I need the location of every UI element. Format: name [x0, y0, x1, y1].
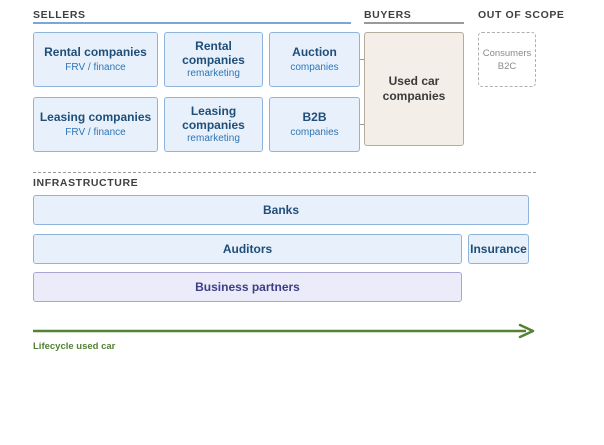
auction-title: Auction — [292, 45, 337, 59]
auditors-bar: Auditors — [33, 234, 462, 264]
rental-companies-sub: FRV / finance — [65, 62, 126, 73]
connector-auction-buyers — [360, 59, 364, 60]
rental-companies-box: Rental companies FRV / finance — [33, 32, 158, 87]
rental-remarketing-box: Rental companies remarketing — [164, 32, 263, 87]
consumers-box: Consumers B2C — [478, 32, 536, 87]
lifecycle-label: Lifecycle used car — [33, 341, 116, 352]
leasing-companies-sub: FRV / finance — [65, 127, 126, 138]
b2b-sub: companies — [290, 127, 339, 138]
buyers-header: BUYERS — [364, 9, 412, 21]
used-car-companies-label: Used car companies — [382, 74, 446, 103]
b2b-companies-box: B2B companies — [269, 97, 360, 152]
b2b-title: B2B — [302, 110, 327, 124]
connector-b2b-buyers — [360, 124, 364, 125]
rental-companies-title: Rental companies — [44, 45, 147, 59]
out-of-scope-header: OUT OF SCOPE — [478, 9, 565, 21]
sellers-header: SELLERS — [33, 9, 86, 21]
sellers-rule — [33, 22, 351, 24]
buyers-rule — [364, 22, 464, 24]
leasing-remarketing-box: Leasing companies remarketing — [164, 97, 263, 152]
consumers-sub: B2C — [497, 60, 517, 72]
rental-remarketing-sub: remarketing — [187, 68, 240, 79]
rental-remarketing-title: Rental companies — [182, 39, 245, 67]
infrastructure-divider — [33, 172, 536, 173]
leasing-remarketing-sub: remarketing — [187, 133, 240, 144]
used-car-companies-box: Used car companies — [364, 32, 464, 146]
insurance-bar: Insurance — [468, 234, 529, 264]
leasing-remarketing-title: Leasing companies — [182, 104, 245, 132]
consumers-title: Consumers — [482, 47, 532, 59]
auction-companies-box: Auction companies — [269, 32, 360, 87]
leasing-companies-box: Leasing companies FRV / finance — [33, 97, 158, 152]
banks-bar: Banks — [33, 195, 529, 225]
business-partners-bar: Business partners — [33, 272, 462, 302]
infrastructure-header: INFRASTRUCTURE — [33, 177, 139, 189]
lifecycle-arrow — [33, 323, 535, 339]
auction-sub: companies — [290, 62, 339, 73]
leasing-companies-title: Leasing companies — [39, 110, 152, 124]
